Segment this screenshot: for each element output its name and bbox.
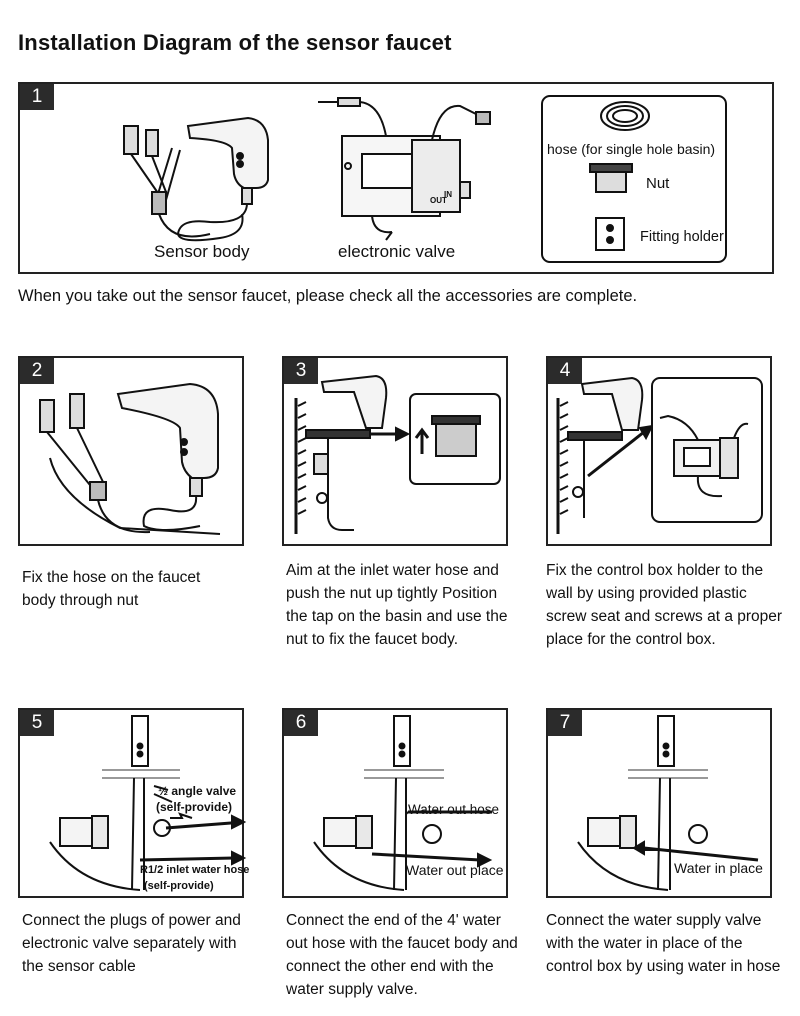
step-number: 1	[20, 84, 54, 110]
step-4-panel: 4	[546, 356, 772, 546]
step-3-illustration	[294, 374, 501, 534]
step-6-panel: 6 Water out hose Water out place	[282, 708, 508, 898]
nut-label: Nut	[646, 175, 670, 192]
step-number: 7	[548, 710, 582, 736]
step-7-panel: 7 Water in place	[546, 708, 772, 898]
valve-in-label: IN	[444, 190, 452, 199]
step-number: 6	[284, 710, 318, 736]
fitting-holder-label: Fitting holder	[640, 229, 724, 245]
step-4-illustration	[556, 376, 763, 534]
angle-valve-label: ½ angle valve	[158, 784, 237, 798]
angle-valve-note: (self-provide)	[156, 800, 233, 814]
valve-out-label: OUT	[430, 196, 447, 205]
water-out-hose-label: Water out hose	[408, 802, 500, 817]
step-6-illustration	[313, 715, 493, 891]
step-2-caption: Fix the hose on the faucet body through …	[22, 569, 201, 609]
step-7-caption: Connect the water supply valve with the …	[546, 912, 781, 975]
inlet-hose-note: (self-provide)	[144, 880, 214, 892]
step-number: 4	[548, 358, 582, 384]
electronic-valve-label: electronic valve	[338, 242, 456, 261]
water-out-place-label: Water out place	[406, 862, 504, 878]
step-5-illustration	[49, 715, 247, 891]
sensor-body-label: Sensor body	[154, 242, 250, 261]
step-number: 2	[20, 358, 54, 384]
electronic-valve-box	[318, 97, 491, 241]
step-3-panel: 3	[282, 356, 508, 546]
accessories-illustration	[123, 95, 727, 263]
step-7-illustration	[577, 715, 759, 891]
step-5-panel: 5 ½ angle valve (self-provide) R1/2 inle…	[18, 708, 249, 898]
water-in-place-label: Water in place	[674, 860, 763, 876]
step-number: 3	[284, 358, 318, 384]
step-number: 5	[20, 710, 54, 736]
accessories-note: When you take out the sensor faucet, ple…	[18, 287, 638, 305]
step-5-caption: Connect the plugs of power and electroni…	[22, 912, 241, 975]
step-2-illustration	[39, 382, 221, 535]
step-6-caption: Connect the end of the 4' water out hose…	[286, 912, 518, 998]
step-1-panel: 1	[18, 82, 774, 274]
hose-label: hose (for single hole basin)	[547, 141, 716, 157]
accessories-box	[541, 95, 727, 263]
page-title: Installation Diagram of the sensor fauce…	[18, 30, 452, 55]
inlet-hose-label: R1/2 inlet water hose	[140, 864, 250, 876]
step-2-panel: 2	[18, 356, 244, 546]
sensor-body-faucet	[123, 116, 269, 242]
step-3-caption: Aim at the inlet water hose and push the…	[286, 562, 508, 648]
step-4-caption: Fix the control box holder to the wall b…	[546, 562, 783, 648]
